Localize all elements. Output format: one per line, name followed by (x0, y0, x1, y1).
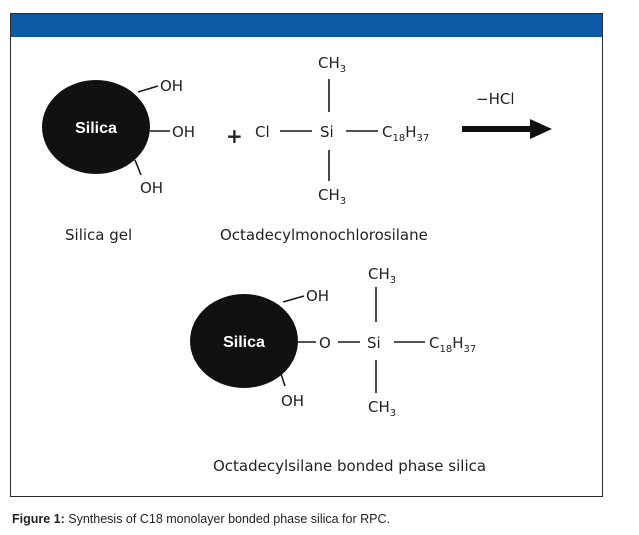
silica-gel-label: Silica gel (65, 226, 132, 244)
figure-caption: Figure 1: Synthesis of C18 monolayer bon… (12, 512, 390, 526)
arrow-label: −HCl (476, 90, 515, 108)
bond-oh-bottom (134, 159, 142, 176)
oh-right-label: OH (172, 123, 195, 141)
bond-lines (134, 79, 425, 393)
product-ch3-bottom-label: CH3 (368, 398, 396, 419)
octadecylmonochlorosilane-label: Octadecylmonochlorosilane (220, 226, 428, 244)
ch3-top-label: CH3 (318, 54, 346, 75)
oh-top-label: OH (160, 77, 183, 95)
si-label: Si (320, 123, 334, 141)
silica-sphere (42, 80, 150, 174)
oh-bottom-label: OH (140, 179, 163, 197)
cl-label: Cl (255, 123, 270, 141)
product-oh-top-label: OH (306, 287, 329, 305)
bond-product-oh-top (282, 295, 305, 303)
product-ch3-top-label: CH3 (368, 265, 396, 286)
header-bar (11, 14, 602, 37)
bond-oh-top (137, 85, 159, 93)
silica-sphere-label: Silica (75, 120, 117, 137)
product-o-label: O (319, 334, 331, 352)
c18h37-label: C18H37 (382, 123, 429, 144)
product-silica-sphere (190, 294, 298, 388)
caption-label: Figure 1: (12, 512, 65, 526)
product-oh-bottom-label: OH (281, 392, 304, 410)
product-c18h37-label: C18H37 (429, 334, 476, 355)
caption-text: Synthesis of C18 monolayer bonded phase … (64, 512, 390, 526)
reaction-diagram: Silica OH OH OH Silica gel + Cl Si CH3 C… (42, 54, 552, 475)
product-silica-sphere-label: Silica (223, 334, 265, 351)
plus-sign: + (226, 124, 243, 148)
ch3-bottom-label: CH3 (318, 186, 346, 207)
product-si-label: Si (367, 334, 381, 352)
reaction-arrow-head (530, 119, 552, 139)
product-name-label: Octadecylsilane bonded phase silica (213, 457, 486, 475)
